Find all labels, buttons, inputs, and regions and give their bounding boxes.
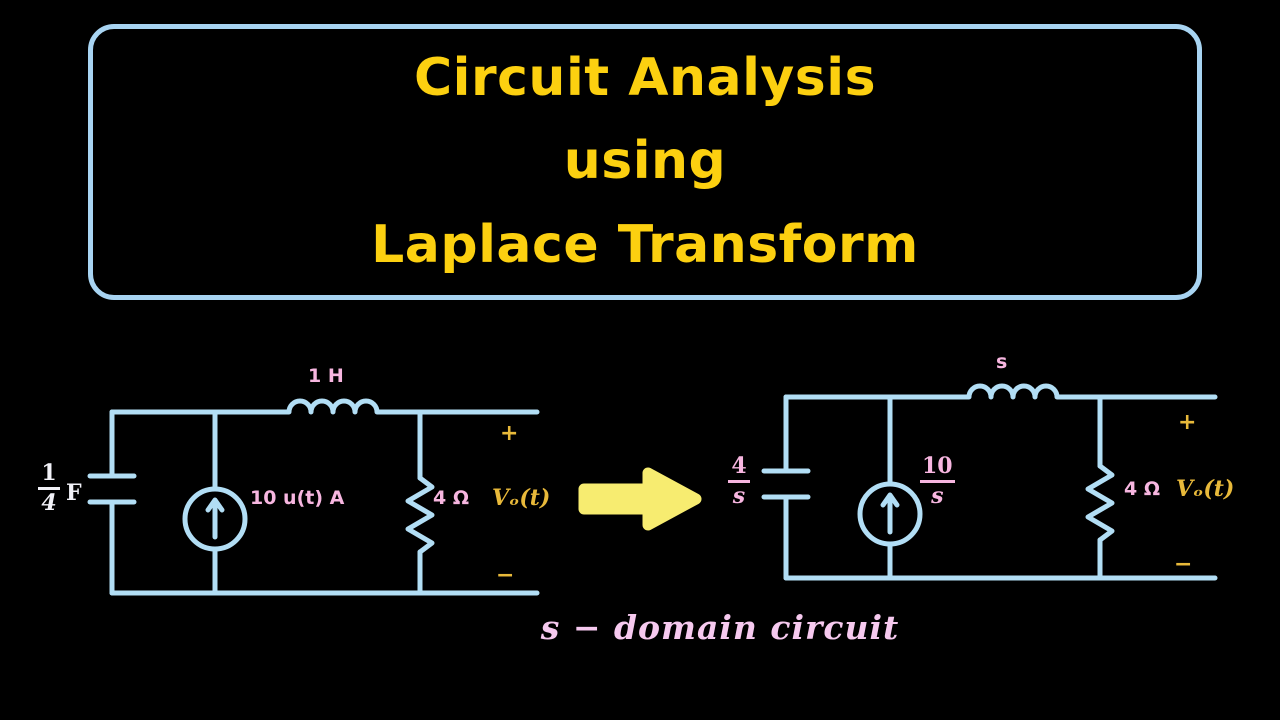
current-source-arrow-head-icon — [880, 492, 900, 508]
polarity-minus: − — [1174, 552, 1193, 577]
capacitor-impedance-fraction: 4 s — [728, 453, 750, 510]
time-domain-circuit-schematic — [87, 398, 540, 596]
capacitor-numerator: 1 — [41, 460, 57, 486]
resistor-label: 4 Ω — [433, 487, 469, 509]
capacitor-denominator: s — [732, 483, 746, 510]
inductor-label: s — [996, 351, 1008, 373]
s-domain-caption: s − domain circuit — [540, 608, 900, 647]
inductor-coil-icon — [272, 398, 395, 415]
inductor-coil-icon — [952, 383, 1075, 400]
title-line-3: Laplace Transform — [371, 214, 919, 275]
output-voltage-label: Vₒ(t) — [492, 485, 551, 511]
resistor-label: 4 Ω — [1124, 478, 1160, 500]
title-line-1: Circuit Analysis — [413, 47, 877, 108]
fraction-bar — [38, 487, 60, 491]
resistor-zigzag-icon — [405, 475, 435, 555]
title-card: Circuit Analysis using Laplace Transform — [88, 24, 1202, 300]
title-line-2: using — [563, 131, 727, 192]
capacitor-unit: F — [66, 480, 82, 506]
output-voltage-label: Vₒ(t) — [1176, 476, 1235, 502]
current-source-label: 10 u(t) A — [250, 487, 345, 509]
resistor-zigzag-icon — [1085, 463, 1115, 543]
polarity-minus: − — [496, 563, 515, 588]
fraction-bar — [920, 480, 955, 484]
current-source-denominator: s — [931, 483, 944, 510]
fraction-bar — [728, 480, 750, 484]
s-domain-circuit-schematic — [761, 383, 1218, 581]
polarity-plus: + — [1178, 410, 1197, 435]
inductor-label: 1 H — [308, 365, 344, 387]
current-source-arrow-head-icon — [205, 497, 225, 513]
current-source-numerator: 10 — [922, 453, 953, 479]
capacitor-value-fraction: 1 4 — [38, 460, 60, 517]
current-source-fraction: 10 s — [920, 453, 955, 510]
capacitor-denominator: 4 — [41, 490, 57, 517]
right-arrow-icon — [578, 467, 702, 531]
capacitor-numerator: 4 — [731, 453, 747, 479]
polarity-plus: + — [500, 421, 519, 446]
